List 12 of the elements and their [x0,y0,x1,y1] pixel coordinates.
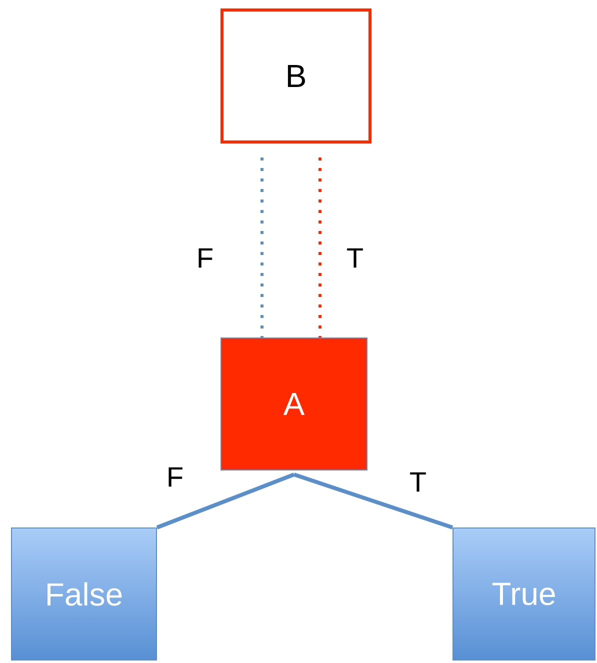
edge-label: F [165,466,185,488]
connector-line [293,472,454,530]
box: False [11,528,157,660]
connector-line [156,472,295,530]
box: A [220,338,368,470]
edge-label: T [408,471,428,493]
box: B [220,8,372,144]
connector-line [260,158,264,338]
box: True [452,528,596,660]
connector-line [318,158,322,338]
edge-label: T [345,247,365,269]
edge-label: F [195,247,215,269]
